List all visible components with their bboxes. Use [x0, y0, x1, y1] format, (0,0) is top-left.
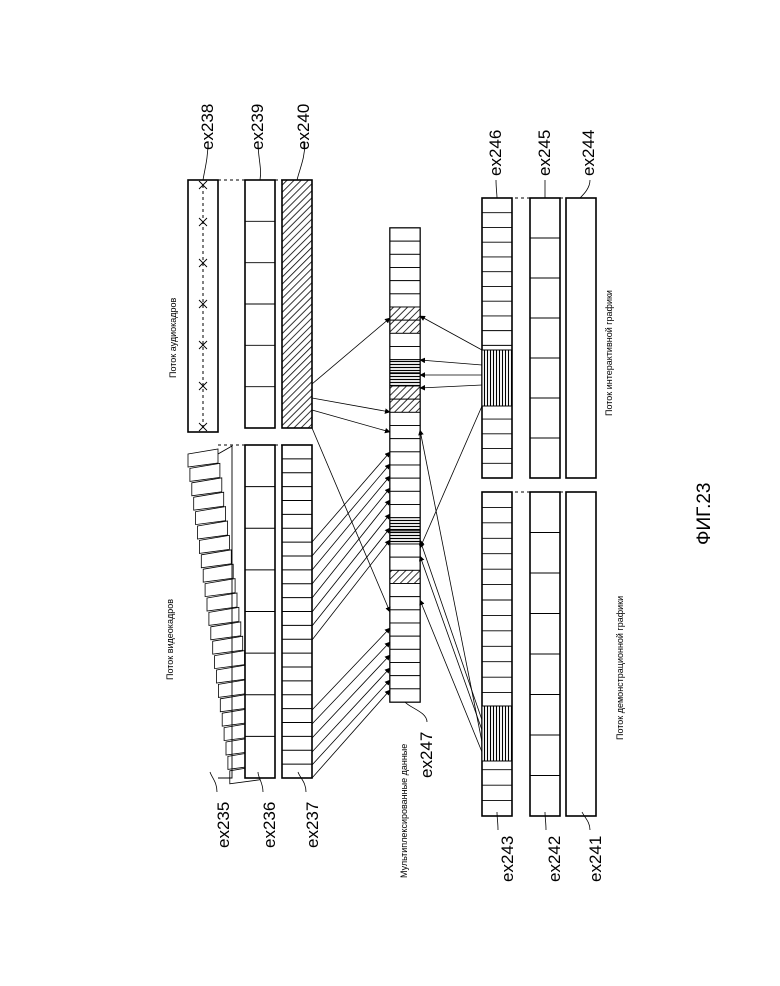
mux-arrow: [312, 410, 390, 432]
mux-arrow: [312, 680, 390, 765]
ref-ex237: ex237: [303, 802, 322, 848]
mux-packet: [390, 373, 420, 386]
multiplexed-data-ex247: [390, 228, 420, 702]
mux-packet: [390, 584, 420, 597]
mux-packet: [390, 518, 420, 531]
ref-ex238: ex238: [198, 104, 217, 150]
ref-ex247: ex247: [417, 732, 436, 778]
mux-packet: [390, 570, 420, 583]
mux-packet: [390, 663, 420, 676]
interactive-graphics-ex244: [566, 198, 596, 478]
video-stream-caption: Поток видеокадров: [165, 599, 175, 680]
ref-ex245: ex245: [535, 130, 554, 176]
mux-arrow: [420, 360, 482, 365]
mux-packet: [390, 360, 420, 373]
presentation-packet-hatched: [482, 706, 512, 761]
audio-frames-ex238: [188, 180, 218, 432]
audio-stream-caption: Поток аудиокадров: [168, 297, 178, 378]
interactive-packet-hatched: [482, 350, 512, 406]
mux-packet: [390, 649, 420, 662]
mux-packet: [390, 399, 420, 412]
mux-arrow: [420, 385, 482, 388]
mux-packet: [390, 241, 420, 254]
mux-arrow: [420, 556, 482, 730]
multiplexed-caption: Мультиплексированные данные: [399, 744, 409, 878]
mux-arrow: [420, 316, 482, 350]
mux-arrow: [420, 540, 482, 720]
mux-packet: [390, 478, 420, 491]
mux-packet: [390, 439, 420, 452]
mux-arrow: [312, 488, 390, 584]
mux-arrow: [312, 642, 390, 724]
ref-ex242: ex242: [545, 836, 564, 882]
video-ts-packets-ex237: [282, 445, 312, 778]
mux-packet: [390, 254, 420, 267]
presentation-ts-packets-ex243: [482, 492, 512, 816]
mux-packet: [390, 386, 420, 399]
mux-arrow: [312, 540, 390, 640]
interactive-graphics-caption: Поток интерактивной графики: [604, 290, 614, 416]
mux-arrow: [312, 668, 390, 752]
figure-label: ФИГ.23: [694, 483, 715, 545]
audio-pes-stream-ex239: [245, 180, 275, 428]
mux-packet: [390, 689, 420, 702]
mux-packet: [390, 347, 420, 360]
ref-ex239: ex239: [248, 104, 267, 150]
mux-packet: [390, 320, 420, 333]
ref-ex236: ex236: [260, 802, 279, 848]
presentation-graphics-caption: Поток демонстрационной графики: [615, 596, 625, 740]
ref-ex240: ex240: [294, 104, 313, 150]
mux-packet: [390, 294, 420, 307]
mux-arrow: [312, 476, 390, 570]
ref-ex241: ex241: [586, 836, 605, 882]
mux-packet: [390, 465, 420, 478]
presentation-pes-stream-ex242: [530, 492, 560, 816]
mux-packet: [390, 636, 420, 649]
mux-packet: [390, 557, 420, 570]
mux-packet: [390, 412, 420, 425]
mux-arrow: [312, 690, 390, 778]
mux-arrow: [312, 428, 390, 612]
mux-packet: [390, 268, 420, 281]
mux-packet: [390, 505, 420, 518]
interactive-ts-packets-ex246: [482, 198, 512, 478]
mux-arrow: [312, 655, 390, 738]
mux-packet: [390, 544, 420, 557]
mux-packet: [390, 228, 420, 241]
mux-packet: [390, 426, 420, 439]
mux-packet: [390, 281, 420, 294]
ref-ex235: ex235: [214, 802, 233, 848]
mux-arrow: [420, 600, 482, 752]
mux-packet: [390, 531, 420, 544]
mux-packet: [390, 676, 420, 689]
mux-packet: [390, 610, 420, 623]
mux-arrow: [312, 500, 390, 598]
mux-packet: [390, 597, 420, 610]
mux-arrow: [312, 628, 390, 710]
ref-ex244: ex244: [579, 130, 598, 176]
mux-packet: [390, 491, 420, 504]
mux-packet: [390, 333, 420, 346]
interactive-pes-stream-ex245: [530, 198, 560, 478]
mux-arrow: [312, 398, 390, 412]
mux-packet: [390, 307, 420, 320]
mux-packet: [390, 623, 420, 636]
audio-ts-packets-ex240: [282, 180, 312, 428]
mux-packet: [390, 452, 420, 465]
presentation-graphics-ex241: [566, 492, 596, 816]
mux-arrow: [312, 318, 390, 384]
ref-ex246: ex246: [486, 130, 505, 176]
video-pes-stream-ex236: [245, 445, 275, 778]
ref-ex243: ex243: [498, 836, 517, 882]
